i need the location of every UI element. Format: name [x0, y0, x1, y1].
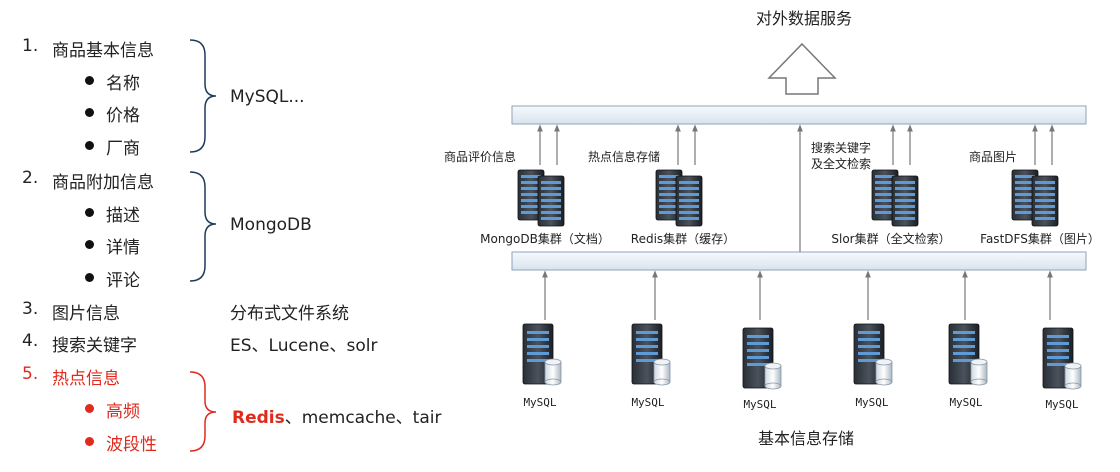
mysql-node-label: MySQL — [523, 396, 556, 409]
item-2-db: MongoDB — [230, 215, 312, 235]
brace-2 — [189, 171, 217, 282]
item-5-db-bold: Redis — [232, 408, 285, 428]
item-5-title: 热点信息 — [52, 369, 120, 389]
mysql-node-label: MySQL — [855, 396, 888, 409]
item-2-number: 2. — [22, 168, 39, 188]
bottom-label: 基本信息存储 — [758, 429, 854, 448]
item-4-number: 4. — [22, 331, 39, 351]
cluster-fastdfs-upper: 商品图片 — [969, 149, 1017, 164]
item-2-sub-3: 评论 — [106, 271, 140, 291]
cluster-solr: 搜索关键字 及全文检索 Slor集群（全文检索） — [811, 140, 951, 246]
cluster-solr-upper-2: 及全文检索 — [811, 156, 871, 171]
mysql-node-6: MySQL — [1042, 327, 1082, 411]
cluster-solr-upper-1: 搜索关键字 — [811, 140, 871, 155]
item-5-db-rest: 、memcache、tair — [284, 408, 442, 428]
cluster-mongodb-label: MongoDB集群（文档） — [480, 231, 610, 246]
mysql-node-label: MySQL — [949, 396, 982, 409]
bullet-icon — [85, 208, 94, 217]
lower-service-bar — [511, 251, 1087, 271]
bullet-icon — [85, 141, 94, 150]
mysql-server-icon — [522, 323, 562, 386]
cluster-redis-upper: 热点信息存储 — [588, 149, 660, 164]
server-cluster-icon — [656, 170, 702, 226]
brace-1 — [189, 39, 217, 153]
item-5-number: 5. — [22, 364, 39, 384]
brace-5 — [189, 371, 217, 452]
cluster-mongodb: 商品评价信息 MongoDB集群（文档） — [444, 149, 610, 246]
mysql-up-arrows — [542, 270, 1053, 320]
mysql-node-2: MySQL — [631, 323, 671, 409]
bullet-icon — [85, 76, 94, 85]
cluster-up-arrows — [537, 124, 1055, 252]
brace-lines — [189, 39, 217, 452]
cluster-solr-label: Slor集群（全文检索） — [831, 231, 950, 246]
mysql-server-icon — [1042, 327, 1082, 390]
item-1-number: 1. — [22, 36, 39, 56]
item-1-sub-2: 价格 — [106, 106, 140, 126]
item-3-number: 3. — [22, 299, 39, 319]
bullet-icon — [85, 108, 94, 117]
mysql-node-1: MySQL — [522, 323, 562, 409]
mysql-node-4: MySQL — [853, 323, 893, 409]
server-cluster-icon — [1012, 170, 1058, 226]
item-5-sub-1: 高频 — [106, 402, 140, 422]
mysql-node-3: MySQL — [742, 327, 782, 411]
item-3-db: 分布式文件系统 — [230, 304, 349, 324]
mysql-node-label: MySQL — [631, 396, 664, 409]
item-1-title: 商品基本信息 — [52, 41, 154, 61]
cluster-redis: 热点信息存储 Redis集群（缓存） — [588, 149, 735, 246]
item-4-db: ES、Lucene、solr — [230, 336, 378, 356]
server-cluster-icon — [518, 170, 564, 226]
item-1-sub-3: 厂商 — [106, 139, 140, 159]
service-arrow-icon — [767, 42, 837, 95]
top-label: 对外数据服务 — [756, 9, 852, 28]
cluster-mongodb-upper: 商品评价信息 — [444, 149, 516, 164]
item-2-sub-2: 详情 — [106, 238, 140, 258]
bullet-icon — [85, 437, 94, 446]
item-1-db: MySQL... — [230, 87, 305, 107]
upper-service-bar — [511, 105, 1087, 125]
bullet-icon — [85, 404, 94, 413]
cluster-fastdfs: 商品图片 FastDFS集群（图片） — [969, 149, 1100, 246]
item-3-title: 图片信息 — [52, 304, 120, 324]
cluster-fastdfs-label: FastDFS集群（图片） — [980, 231, 1100, 246]
mysql-server-icon — [742, 327, 782, 390]
item-2-title: 商品附加信息 — [52, 173, 154, 193]
item-2-sub-1: 描述 — [106, 206, 140, 226]
mysql-server-icon — [631, 323, 671, 386]
cluster-redis-label: Redis集群（缓存） — [631, 231, 735, 246]
bullet-icon — [85, 273, 94, 282]
item-5-sub-2: 波段性 — [106, 435, 157, 455]
item-4-title: 搜索关键字 — [52, 336, 137, 356]
bullet-icon — [85, 240, 94, 249]
mysql-server-icon — [948, 323, 988, 386]
mysql-server-icon — [853, 323, 893, 386]
item-5-db: Redis、memcache、tair — [232, 403, 441, 428]
server-cluster-icon — [872, 170, 918, 226]
mysql-node-5: MySQL — [948, 323, 988, 409]
item-1-sub-1: 名称 — [106, 74, 140, 94]
mysql-node-label: MySQL — [743, 398, 776, 411]
mysql-node-label: MySQL — [1045, 398, 1078, 411]
